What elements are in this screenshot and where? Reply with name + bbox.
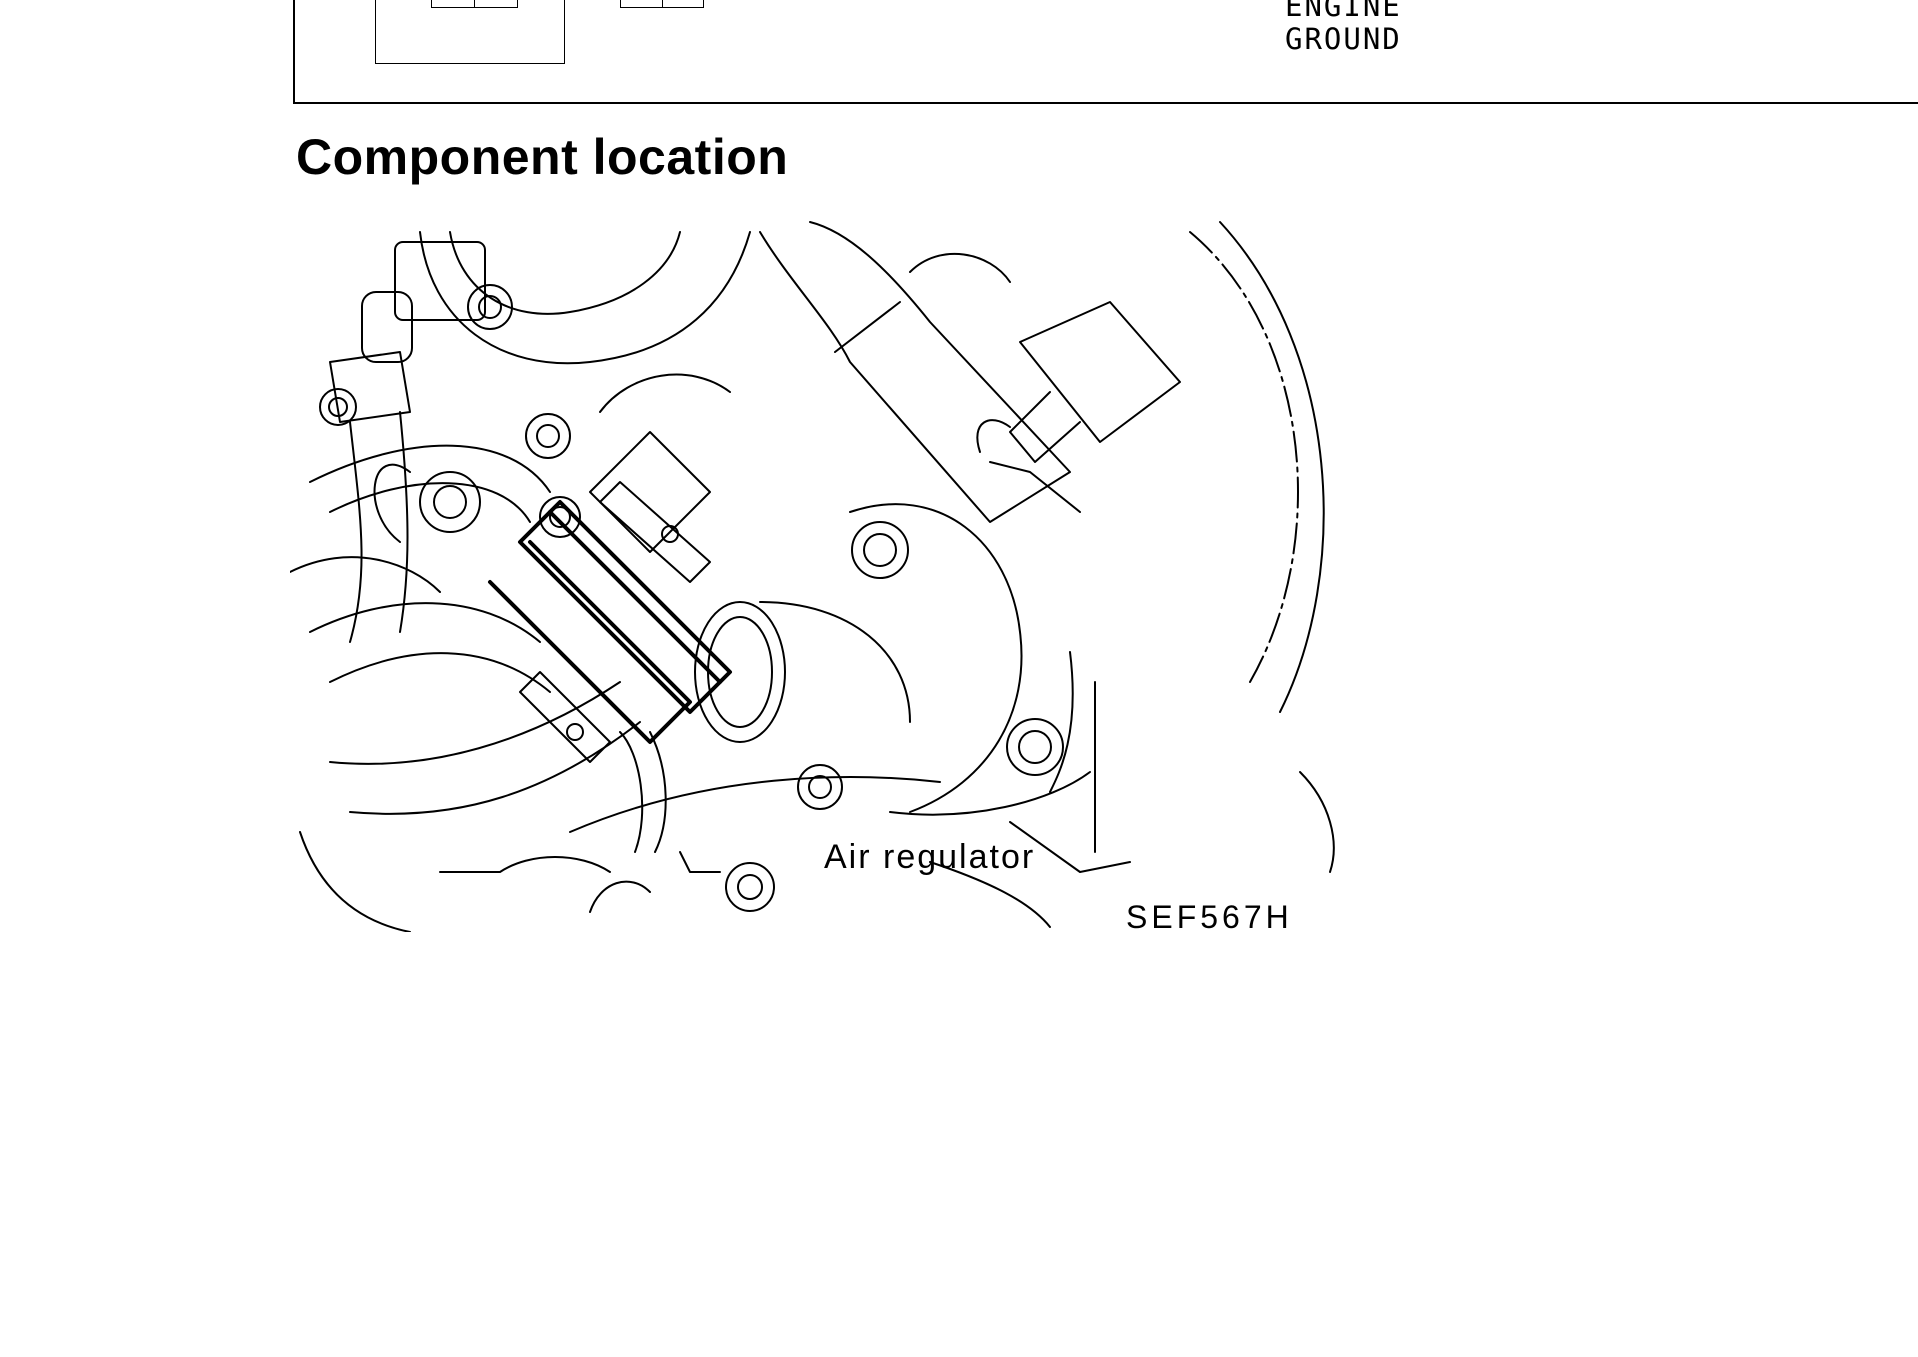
air-regulator-callout: Air regulator	[824, 838, 1036, 876]
wiring-diagram-fragment: ENGINE GROUND	[293, 0, 1918, 104]
connector-pin	[431, 0, 475, 8]
engine-ground-label: ENGINE GROUND	[1285, 0, 1402, 56]
connector-pin	[621, 0, 663, 8]
engine-illustration	[289, 212, 1340, 933]
section-title: Component location	[296, 129, 789, 185]
connector-box	[375, 0, 565, 64]
connector-box	[620, 0, 704, 8]
figure-code: SEF567H	[1126, 899, 1293, 935]
connector-pin	[474, 0, 518, 8]
